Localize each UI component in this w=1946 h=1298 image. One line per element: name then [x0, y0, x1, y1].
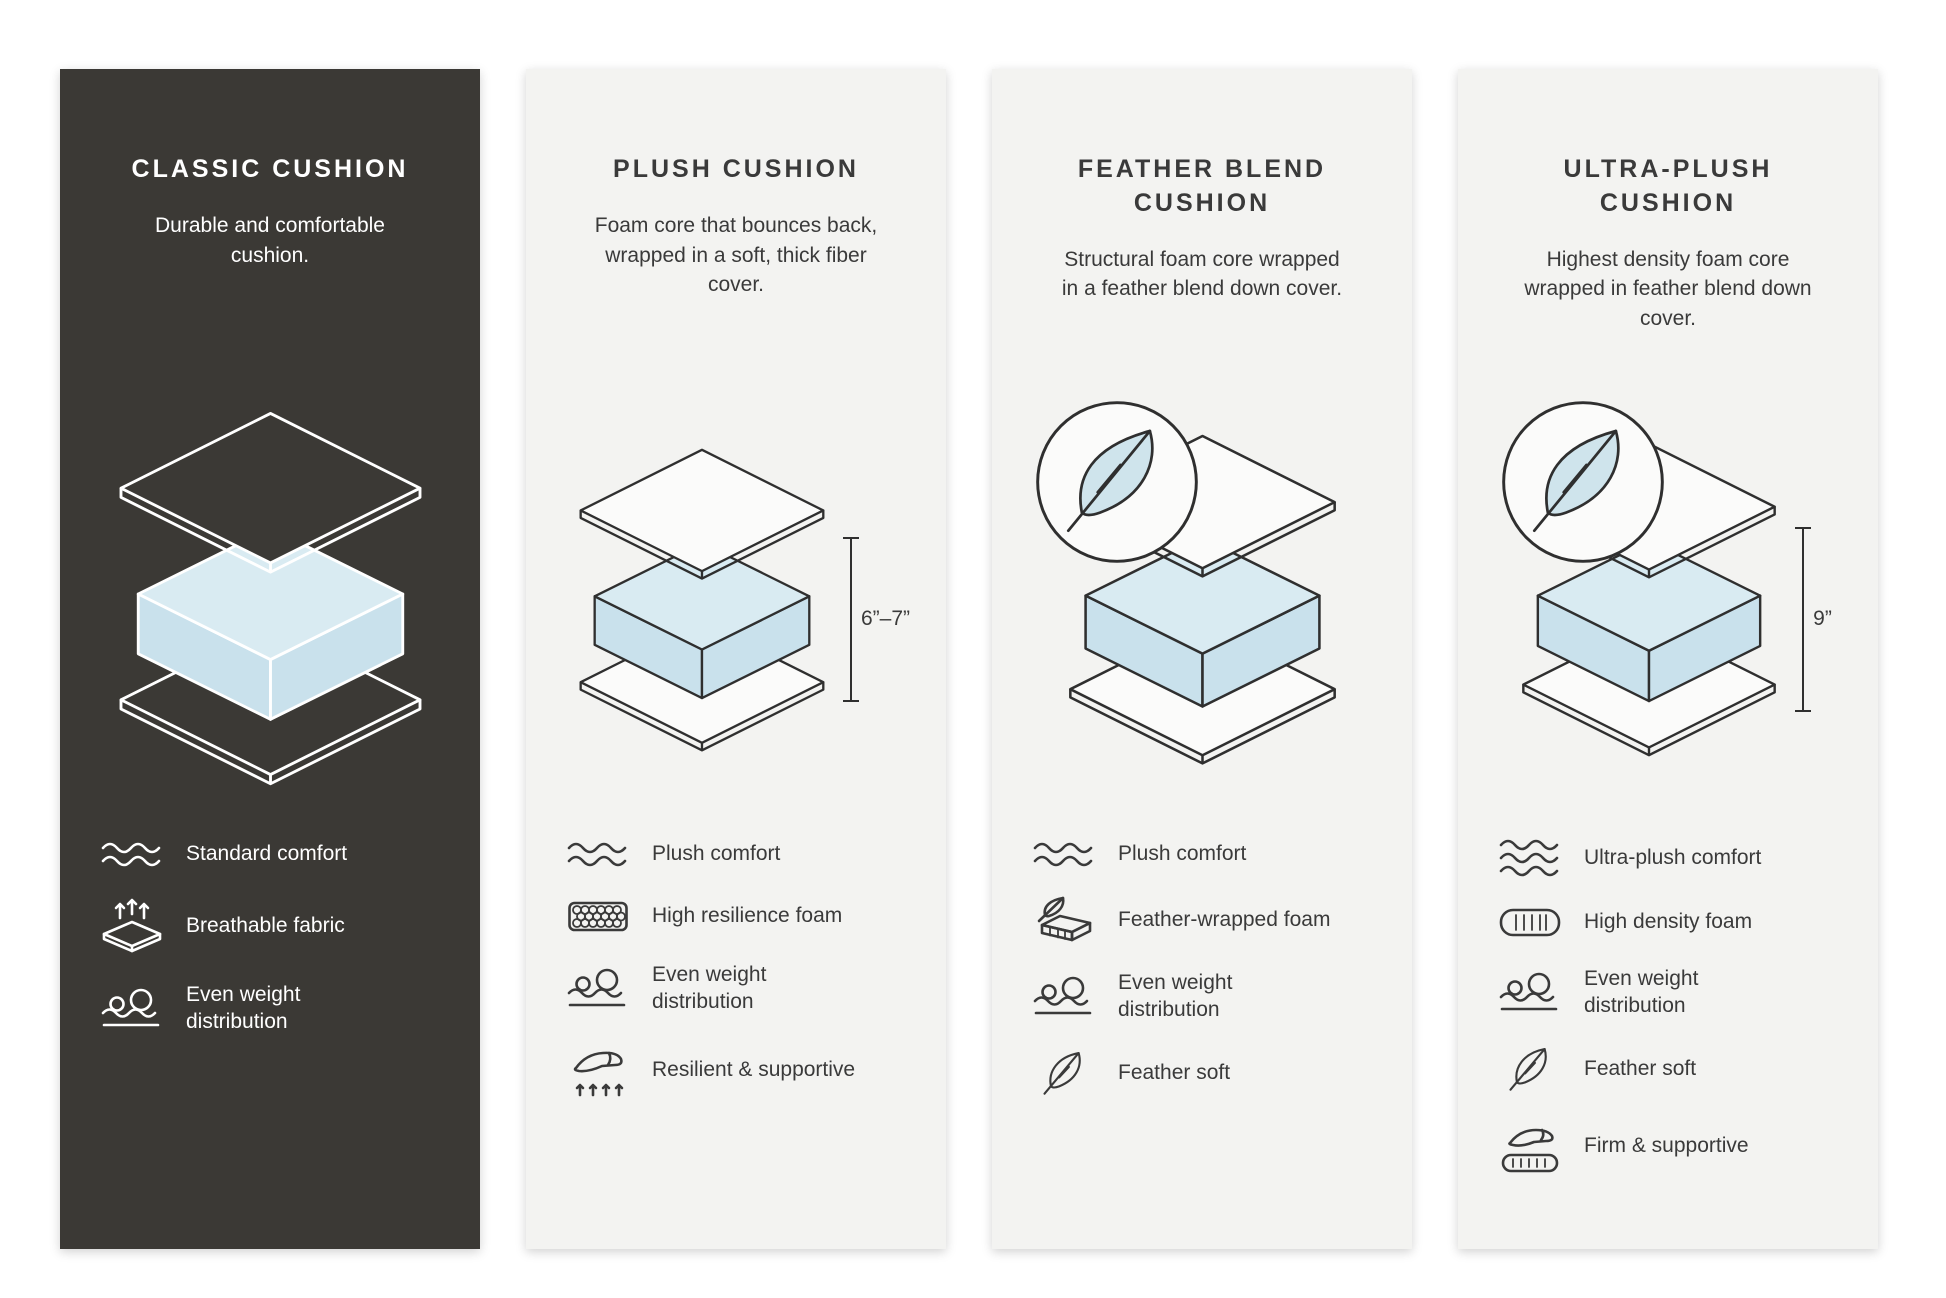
weight-distribution-icon [1494, 970, 1566, 1014]
panel-title: CLASSIC CUSHION [131, 155, 409, 183]
feature-row: Even weight distribution [562, 961, 910, 1016]
feature-label: Feather soft [1584, 1056, 1697, 1080]
panel-description: Durable and comfortable cushion. [155, 213, 385, 267]
panel-header: PLUSH CUSHION Foam core that bounces bac… [562, 153, 910, 383]
height-dimension: 6”–7” [842, 536, 910, 702]
feather-foam-icon [1028, 896, 1100, 944]
waves-icon [1494, 837, 1566, 879]
feature-row: Ultra-plush comfort [1494, 837, 1842, 879]
feature-row: Feather soft [1494, 1045, 1842, 1092]
feature-label: High resilience foam [652, 904, 843, 928]
cushion-illustration-area [1028, 383, 1376, 823]
feature-label: Feather soft [1118, 1060, 1231, 1084]
feature-row: Resilient & supportive [562, 1041, 910, 1099]
foam-core-layer [1536, 539, 1762, 703]
waves-icon [96, 837, 168, 871]
feature-row: Feather-wrapped foam [1028, 896, 1376, 944]
panel-title: ULTRA-PLUSH CUSHION [1563, 155, 1773, 217]
dimension-line [1795, 526, 1812, 712]
weight-distribution-icon [1028, 974, 1100, 1018]
foam-core-layer [593, 541, 811, 699]
feature-list: Ultra-plush comfort High density foam [1494, 837, 1842, 1175]
cushion-illustration-area [96, 383, 444, 823]
feature-label: Feather-wrapped foam [1118, 908, 1331, 932]
cushion-layers-illustration [119, 412, 421, 786]
weight-distribution-icon [562, 966, 634, 1010]
feature-label: Plush comfort [1118, 842, 1247, 866]
feature-row: Feather soft [1028, 1049, 1376, 1096]
feature-row: Plush comfort [1028, 837, 1376, 871]
height-dimension-label: 6”–7” [860, 607, 910, 630]
foam-core-layer [136, 527, 404, 722]
cushion-illustration-area: 9” [1494, 383, 1842, 823]
panel-feather-blend-cushion: FEATHER BLEND CUSHION Structural foam co… [992, 69, 1412, 1249]
feature-label: Ultra-plush comfort [1584, 846, 1762, 870]
panel-plush-cushion: PLUSH CUSHION Foam core that bounces bac… [526, 69, 946, 1249]
panel-classic-cushion: CLASSIC CUSHION Durable and comfortable … [60, 69, 480, 1249]
panel-title: FEATHER BLEND CUSHION [1077, 155, 1327, 217]
panel-header: ULTRA-PLUSH CUSHION Highest density foam… [1494, 153, 1842, 383]
feature-row: Even weight distribution [1494, 965, 1842, 1020]
cushion-layers-illustration [579, 448, 825, 752]
feature-row: High density foam [1494, 904, 1842, 940]
feature-row: Firm & supportive [1494, 1117, 1842, 1175]
feature-label: Plush comfort [652, 842, 781, 866]
top-cover-layer [579, 448, 825, 580]
panel-description: Highest density foam core wrapped in fea… [1524, 247, 1812, 331]
feature-list: Standard comfort Breathable fabric [96, 837, 444, 1036]
panel-header: CLASSIC CUSHION Durable and comfortable … [96, 153, 444, 383]
cushion-layers-illustration [1068, 434, 1336, 765]
feature-label: Even weight distribution [1118, 971, 1233, 1022]
feature-label: High density foam [1584, 910, 1753, 934]
panel-ultra-plush-cushion: ULTRA-PLUSH CUSHION Highest density foam… [1458, 69, 1878, 1249]
waves-icon [562, 837, 634, 871]
feature-label: Even weight distribution [186, 983, 301, 1034]
feature-label: Standard comfort [186, 842, 348, 866]
feature-list: Plush comfort Feather-wrapped foam [1028, 837, 1376, 1096]
foam-cells-icon [562, 896, 634, 936]
top-cover-layer [119, 412, 421, 574]
feather-icon [1494, 1045, 1566, 1092]
feature-label: Even weight distribution [1584, 967, 1699, 1018]
waves-icon [1028, 837, 1100, 871]
height-dimension: 9” [1795, 526, 1832, 712]
feature-label: Firm & supportive [1584, 1134, 1749, 1158]
panel-description: Structural foam core wrapped in a feathe… [1061, 247, 1343, 301]
panel-title: PLUSH CUSHION [613, 155, 859, 183]
panel-description: Foam core that bounces back, wrapped in … [594, 213, 878, 297]
feature-label: Resilient & supportive [652, 1057, 856, 1081]
feather-badge-icon [1032, 397, 1202, 567]
weight-distribution-icon [96, 986, 168, 1030]
feature-list: Plush comfort High resilience foam [562, 837, 910, 1099]
feature-row: Breathable fabric [96, 896, 444, 956]
cushion-illustration-area: 6”–7” [562, 383, 910, 823]
feather-icon [1028, 1049, 1100, 1096]
feature-row: Even weight distribution [1028, 969, 1376, 1024]
firm-hand-icon [1494, 1117, 1566, 1175]
foam-core-layer [1083, 536, 1321, 708]
feature-row: Standard comfort [96, 837, 444, 871]
dimension-line [842, 536, 859, 702]
feather-badge-icon [1498, 397, 1668, 567]
feature-row: Plush comfort [562, 837, 910, 871]
panel-header: FEATHER BLEND CUSHION Structural foam co… [1028, 153, 1376, 383]
density-foam-icon [1494, 904, 1566, 940]
feature-label: Breathable fabric [186, 914, 345, 938]
height-dimension-label: 9” [1813, 607, 1832, 630]
feature-row: High resilience foam [562, 896, 910, 936]
feature-label: Even weight distribution [652, 963, 767, 1014]
breathable-fabric-icon [96, 896, 168, 956]
resilient-hand-icon [562, 1041, 634, 1099]
cushion-layers-illustration [1522, 442, 1777, 757]
feature-row: Even weight distribution [96, 981, 444, 1036]
